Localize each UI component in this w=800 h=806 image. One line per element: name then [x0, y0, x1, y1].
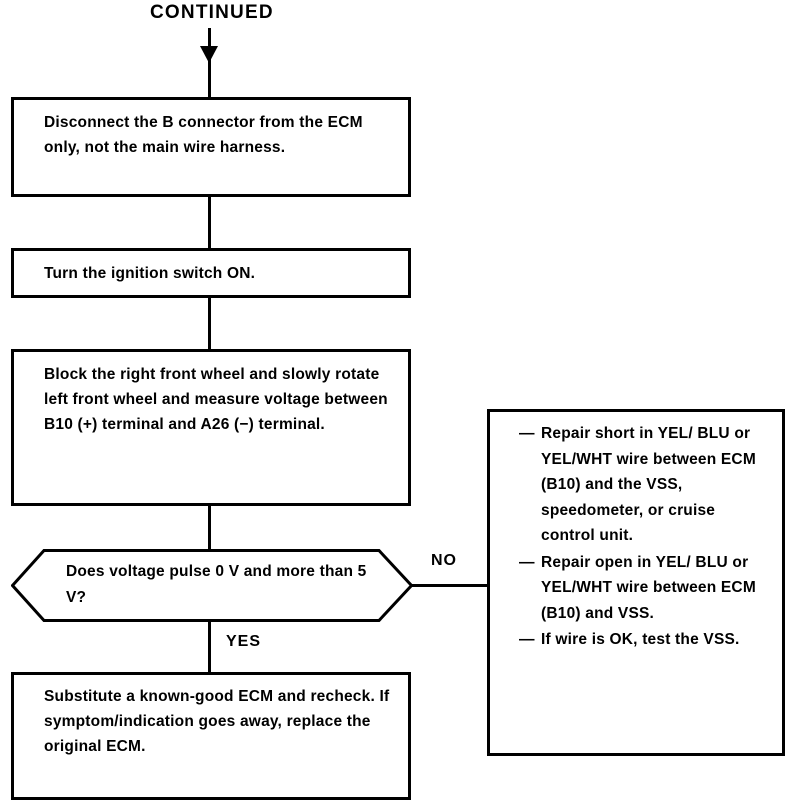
repair-list-item-text: Repair open in YEL/ BLU or YEL/WHT wire … — [541, 553, 756, 622]
decision-text-voltage-pulse-check: Does voltage pulse 0 V and more than 5 V… — [66, 563, 367, 606]
step-box-block-wheel-measure — [11, 349, 411, 506]
repair-list-item-text: Repair short in YEL/ BLU or YEL/WHT wire… — [541, 425, 756, 544]
step-box-ignition-on — [11, 248, 411, 298]
outcome-box-substitute-ecm — [11, 672, 411, 800]
repair-list-item: — Repair short in YEL/ BLU or YEL/WHT wi… — [519, 421, 765, 549]
decision-no-label: NO — [431, 552, 457, 569]
decision-yes-label: YES — [226, 633, 262, 650]
repair-list-item: — If wire is OK, test the VSS. — [519, 627, 765, 653]
repair-list-item-text: If wire is OK, test the VSS. — [541, 631, 740, 648]
outcome-box-repair-actions — [487, 409, 785, 756]
outcome-text-substitute-ecm: Substitute a known-good ECM and recheck.… — [44, 688, 390, 755]
step-text-ignition-on: Turn the ignition switch ON. — [44, 265, 256, 282]
connector-step2-to-step3 — [208, 298, 211, 349]
connector-continued-to-step1 — [208, 28, 211, 98]
continued-label: CONTINUED — [150, 2, 274, 23]
step-box-disconnect-b-connector — [11, 97, 411, 197]
repair-actions-list: — Repair short in YEL/ BLU or YEL/WHT wi… — [519, 421, 765, 654]
connector-yes-vertical — [208, 620, 211, 673]
step-text-disconnect-b-connector: Disconnect the B connector from the ECM … — [44, 114, 363, 156]
step-text-block-wheel-measure: Block the right front wheel and slowly r… — [44, 366, 388, 433]
repair-list-item: — Repair open in YEL/ BLU or YEL/WHT wir… — [519, 550, 765, 627]
connector-step1-to-step2 — [208, 197, 211, 248]
connector-step3-to-decision — [208, 506, 211, 552]
bullet-dash-icon: — — [519, 631, 535, 648]
connector-no-horizontal — [410, 584, 490, 587]
bullet-dash-icon: — — [519, 425, 535, 442]
bullet-dash-icon: — — [519, 553, 535, 571]
arrow-down-icon — [200, 46, 218, 63]
